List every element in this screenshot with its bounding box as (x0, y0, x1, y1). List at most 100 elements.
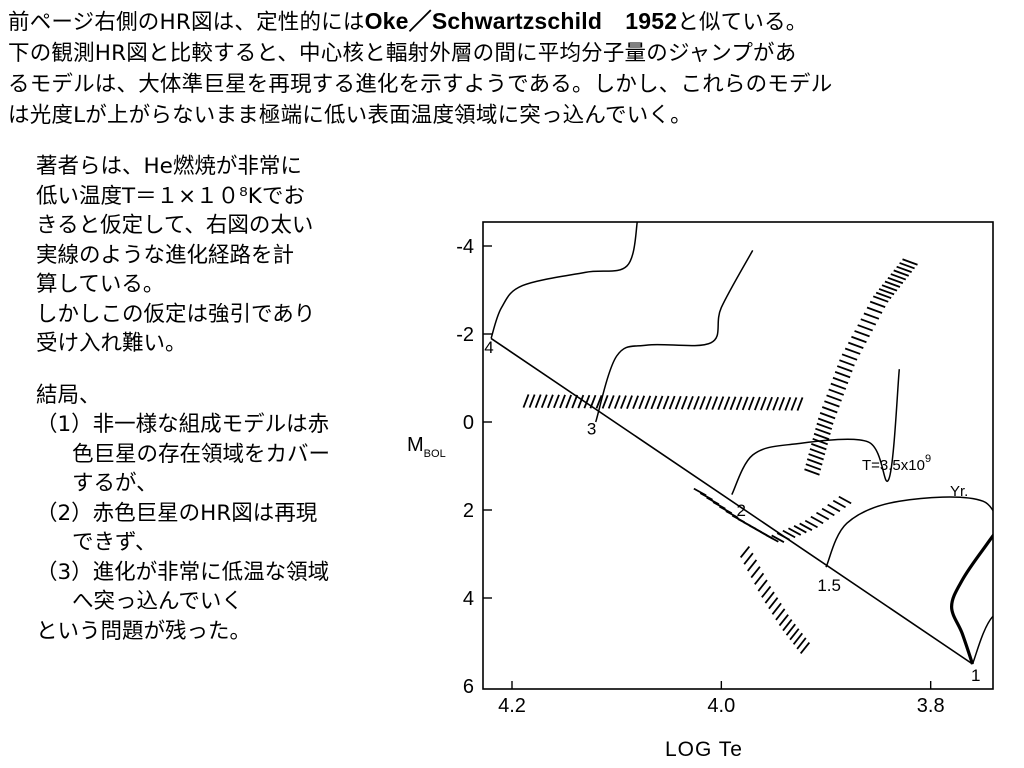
p2-line: 受け入れ難い。 (36, 331, 187, 356)
list-item-1: （1）非一様な組成モデルは赤 (36, 412, 330, 437)
hatch-stroke (577, 394, 585, 409)
p1-line: 実線のような進化経路を計 (36, 242, 295, 268)
hatch-stroke (747, 559, 758, 572)
left-column-text: 著者らは、He燃焼が非常に 低い温度T＝１×１０⁸Kでお きると仮定して、右図の… (36, 152, 416, 646)
hatch-stroke (534, 394, 542, 408)
hatch-stroke (571, 394, 579, 409)
list-item-1-cont: するが、 (72, 471, 158, 496)
evolution-track-4 (490, 222, 638, 339)
hatch-stroke (711, 396, 719, 410)
hatch-stroke (754, 396, 761, 411)
hatch-stroke (810, 515, 824, 525)
mass-label: 2 (736, 501, 745, 520)
hatch-stroke (782, 529, 796, 539)
hatch-stroke (638, 395, 646, 410)
hatch-stroke (546, 394, 554, 409)
hatch-stroke (872, 295, 889, 303)
hatch-stroke (816, 422, 833, 430)
hatch-stroke (847, 341, 864, 349)
hatch-stroke (743, 552, 754, 565)
hatch-stroke (788, 527, 802, 536)
hatch-stroke (789, 628, 800, 641)
hatch-stroke (785, 623, 796, 636)
hatch-stroke (832, 376, 849, 385)
hatch-stroke (815, 427, 831, 436)
hatch-stroke (839, 359, 855, 367)
hatch-stroke (890, 273, 907, 281)
hatch-stroke (656, 395, 664, 410)
hatch-stroke (680, 395, 688, 410)
hatch-stroke (805, 463, 822, 471)
x-tick-label: 4.0 (707, 695, 735, 717)
horizontal-branch-hatch (522, 394, 804, 411)
evolution-track-3 (594, 250, 754, 423)
lower-subgiant-hatch (739, 545, 811, 655)
evolution-tracks (490, 222, 993, 665)
hatch-stroke (796, 397, 804, 411)
hatch-stroke (808, 453, 824, 461)
hatch-stroke (775, 608, 786, 621)
hatch-stroke (699, 396, 706, 410)
hatch-stroke (811, 443, 827, 451)
subgiant-hatch (693, 487, 852, 543)
hatch-stroke (778, 396, 786, 411)
hatch-stroke (806, 458, 823, 466)
intro-line-1-a: 前ページ右側のHR図は、定性的には (8, 10, 365, 35)
intro-line-1: 前ページ右側のHR図は、定性的にはOke／Schwartzschild 1952… (8, 6, 1018, 38)
hatch-stroke (821, 406, 838, 414)
hatch-stroke (522, 394, 530, 408)
hatch-stroke (828, 388, 845, 396)
hatch-stroke (528, 394, 536, 408)
evolution-track-2 (731, 369, 901, 495)
time-annotation-unit: Yr. (950, 483, 968, 500)
hatch-stroke (735, 396, 743, 411)
hatch-stroke (851, 335, 867, 344)
hatch-stroke (761, 585, 772, 598)
hatch-stroke (844, 347, 861, 355)
hatch-stroke (668, 395, 676, 410)
hatch-stroke (644, 395, 652, 410)
intro-line-2: 下の観測HR図と比較すると、中心核と輻射外層の間に平均分子量のジャンプがあ (8, 41, 797, 66)
intro-line-3: るモデルは、大体準巨星を再現する進化を示すようである。しかし、これらのモデル (8, 72, 833, 97)
list-item-3-cont: へ突っ込んでいく (72, 589, 243, 614)
hatch-stroke (674, 395, 682, 410)
hatch-stroke (838, 495, 852, 505)
y-tick-label: 2 (463, 500, 474, 522)
x-tick-label: 4.2 (498, 695, 526, 717)
mass-label: 1 (971, 666, 980, 685)
time-annotation: T=3.5x109 (862, 453, 931, 474)
hatch-stroke (739, 545, 751, 559)
hatch-stroke (771, 602, 782, 615)
x-axis-label: LOG Te (665, 738, 743, 761)
hatch-stroke (754, 572, 765, 585)
hatch-stroke (687, 395, 694, 410)
hatch-stroke (741, 396, 749, 411)
hatch-stroke (717, 396, 725, 410)
hatch-stroke (826, 394, 842, 402)
plot-frame (482, 221, 994, 690)
hatch-stroke (595, 394, 603, 409)
hatch-stroke (854, 330, 870, 338)
hatch-stroke (650, 395, 658, 410)
hatch-stroke (607, 395, 615, 409)
x-axis-ticks: 4.24.03.83.6 (498, 681, 945, 717)
hatch-stroke (790, 397, 798, 411)
hatch-stroke (766, 396, 773, 411)
hatch-stroke (760, 396, 767, 411)
hatch-stroke (620, 395, 627, 409)
hatch-stroke (799, 522, 813, 531)
tracks-layer (490, 222, 993, 665)
hatch-stroke (841, 353, 858, 361)
hatch-stroke (875, 291, 892, 299)
hatch-stroke (881, 284, 898, 292)
conclusion-heading: 結局、 (36, 382, 101, 408)
hatch-stroke (778, 614, 789, 627)
list-item-1-cont: 色巨星の存在領域をカバー (72, 441, 331, 467)
hatch-stroke (878, 288, 895, 296)
hatch-stroke (809, 448, 826, 456)
observed-regions (522, 258, 918, 655)
y-axis-label: MBOL (407, 434, 446, 460)
